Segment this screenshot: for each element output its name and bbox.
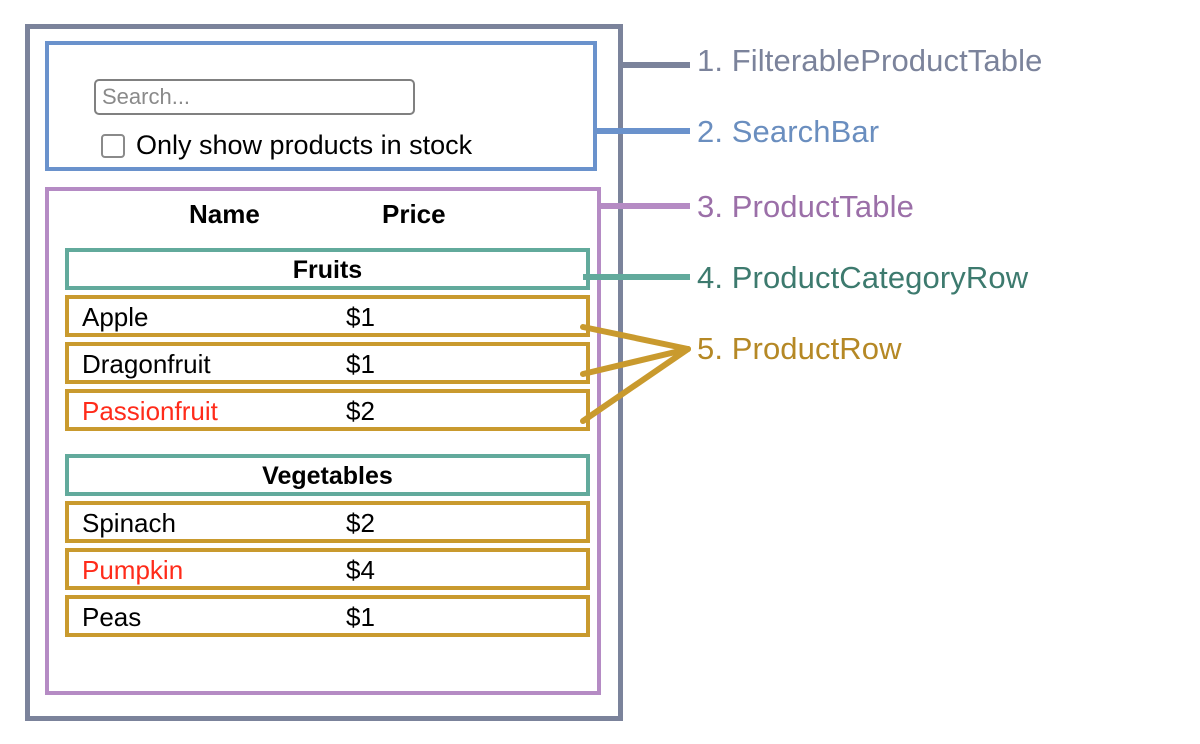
product-price: $1 <box>346 302 375 332</box>
product-row: Apple $1 <box>65 295 590 337</box>
product-price: $4 <box>346 555 375 585</box>
stock-filter-row[interactable]: Only show products in stock <box>101 132 472 159</box>
product-row: Spinach $2 <box>65 501 590 543</box>
annotation-label-product-row: 5. ProductRow <box>697 331 902 366</box>
annotation-label-filterable-product-table: 1. FilterableProductTable <box>697 43 1043 78</box>
product-price: $1 <box>346 602 375 632</box>
product-name: Passionfruit <box>82 396 218 426</box>
product-category-row: Fruits <box>65 248 590 290</box>
column-header-name: Name <box>189 199 260 229</box>
search-input[interactable] <box>94 79 415 115</box>
product-name: Peas <box>82 602 142 632</box>
product-name: Spinach <box>82 508 176 538</box>
product-name: Dragonfruit <box>82 349 211 379</box>
product-price: $2 <box>346 396 375 426</box>
only-in-stock-label: Only show products in stock <box>136 130 473 160</box>
annotation-label-search-bar: 2. SearchBar <box>697 114 880 149</box>
filterable-product-table-frame: Only show products in stock Name Price F… <box>25 24 623 721</box>
product-row: Dragonfruit $1 <box>65 342 590 384</box>
table-header-row: Name Price <box>49 199 597 241</box>
product-row: Peas $1 <box>65 595 590 637</box>
category-label: Vegetables <box>262 462 393 490</box>
product-price: $1 <box>346 349 375 379</box>
product-table-frame: Name Price Fruits Apple $1 Dragonfruit $… <box>45 187 601 695</box>
search-bar-frame: Only show products in stock <box>45 41 597 171</box>
column-header-price: Price <box>382 199 446 229</box>
product-row: Pumpkin $4 <box>65 548 590 590</box>
product-name: Pumpkin <box>82 555 184 585</box>
annotation-label-product-table: 3. ProductTable <box>697 189 914 224</box>
product-category-row: Vegetables <box>65 454 590 496</box>
annotation-label-product-category-row: 4. ProductCategoryRow <box>697 260 1029 295</box>
only-in-stock-checkbox[interactable] <box>101 133 125 158</box>
category-label: Fruits <box>292 256 363 284</box>
product-price: $2 <box>346 508 375 538</box>
product-row: Passionfruit $2 <box>65 389 590 431</box>
product-name: Apple <box>82 302 149 332</box>
